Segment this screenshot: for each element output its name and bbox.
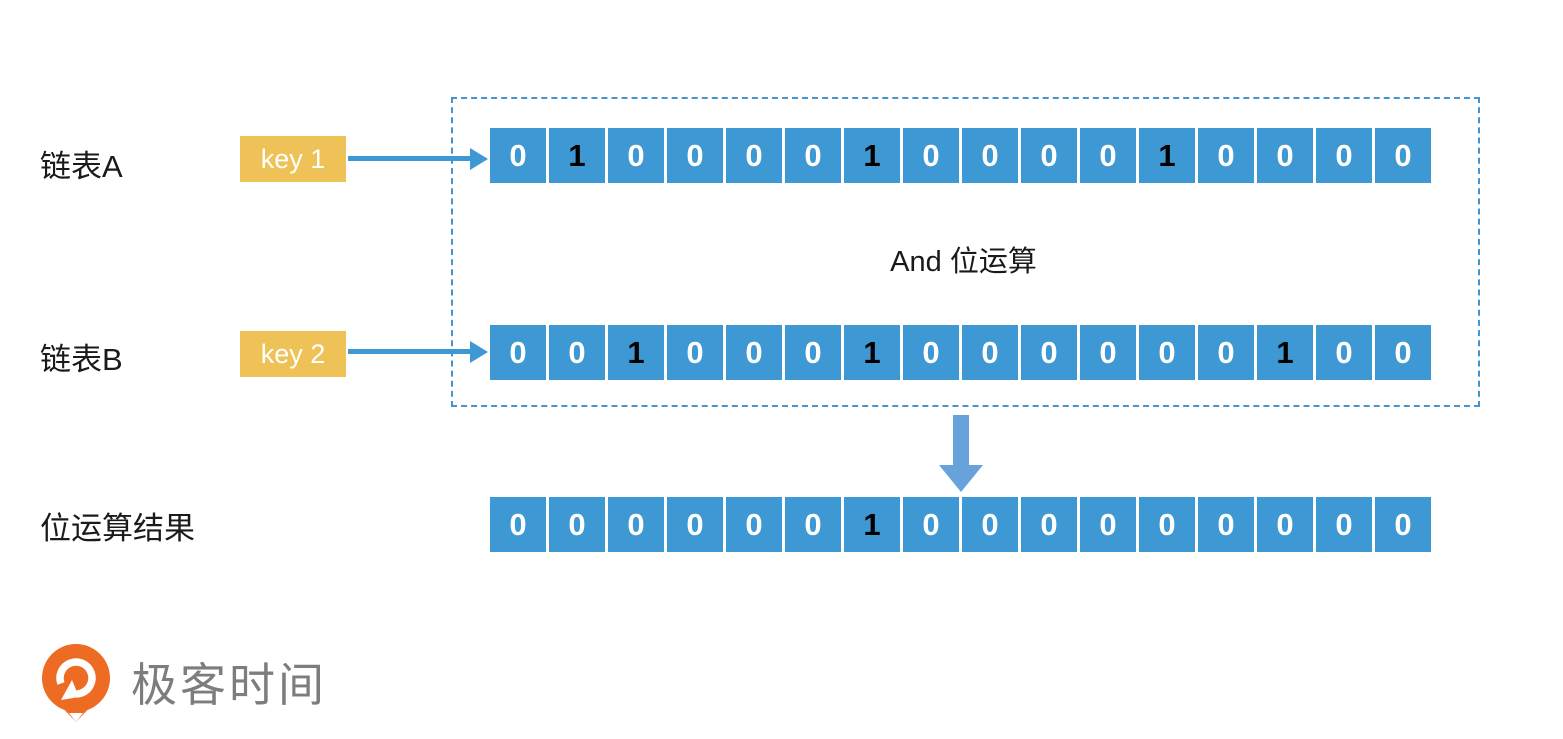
bit-cell-15: 0 xyxy=(1375,325,1431,380)
bit-cell-7: 0 xyxy=(903,325,959,380)
result-label: 位运算结果 xyxy=(40,511,195,546)
bit-cell-9: 0 xyxy=(1021,497,1077,552)
bit-cell-0: 0 xyxy=(490,497,546,552)
bit-cell-15: 0 xyxy=(1375,497,1431,552)
bit-cell-11: 0 xyxy=(1139,497,1195,552)
bit-cell-12: 0 xyxy=(1198,128,1254,183)
bit-cell-5: 0 xyxy=(785,128,841,183)
row-b-label: 链表B xyxy=(40,342,123,377)
key2-box: key 2 xyxy=(240,331,346,377)
arrow-head xyxy=(470,148,488,170)
bit-cell-9: 0 xyxy=(1021,325,1077,380)
bit-cell-11: 0 xyxy=(1139,325,1195,380)
bit-cell-4: 0 xyxy=(726,325,782,380)
bit-cell-5: 0 xyxy=(785,325,841,380)
geektime-logo: 极客时间 xyxy=(35,640,327,724)
bit-cell-8: 0 xyxy=(962,497,1018,552)
bit-cell-10: 0 xyxy=(1080,325,1136,380)
bit-cell-9: 0 xyxy=(1021,128,1077,183)
arrow-head xyxy=(939,465,983,492)
key1-arrow-icon xyxy=(348,148,488,170)
bit-cell-13: 0 xyxy=(1257,128,1313,183)
bit-cell-2: 1 xyxy=(608,325,664,380)
bit-cell-7: 0 xyxy=(903,497,959,552)
bit-cell-14: 0 xyxy=(1316,325,1372,380)
bit-cell-2: 0 xyxy=(608,128,664,183)
arrow-head xyxy=(470,341,488,363)
bit-cell-5: 0 xyxy=(785,497,841,552)
bit-cell-4: 0 xyxy=(726,128,782,183)
bit-cell-14: 0 xyxy=(1316,497,1372,552)
row-a-label: 链表A xyxy=(40,149,123,184)
bit-cell-4: 0 xyxy=(726,497,782,552)
bit-cell-6: 1 xyxy=(844,128,900,183)
bit-cell-0: 0 xyxy=(490,325,546,380)
down-arrow-icon xyxy=(939,415,983,492)
bit-cell-10: 0 xyxy=(1080,128,1136,183)
bit-cell-1: 0 xyxy=(549,325,605,380)
bit-cell-1: 0 xyxy=(549,497,605,552)
bit-cell-12: 0 xyxy=(1198,497,1254,552)
bit-cell-8: 0 xyxy=(962,128,1018,183)
bit-cell-13: 0 xyxy=(1257,497,1313,552)
bit-cell-7: 0 xyxy=(903,128,959,183)
bit-cell-6: 1 xyxy=(844,497,900,552)
bit-cell-3: 0 xyxy=(667,128,723,183)
bit-cell-12: 0 xyxy=(1198,325,1254,380)
bit-cell-15: 0 xyxy=(1375,128,1431,183)
bit-cell-8: 0 xyxy=(962,325,1018,380)
bit-cell-0: 0 xyxy=(490,128,546,183)
bit-cell-13: 1 xyxy=(1257,325,1313,380)
key1-box: key 1 xyxy=(240,136,346,182)
arrow-shaft xyxy=(348,156,472,161)
geektime-logo-icon xyxy=(42,644,110,722)
bit-cell-3: 0 xyxy=(667,325,723,380)
arrow-shaft xyxy=(953,415,969,467)
bit-cell-3: 0 xyxy=(667,497,723,552)
bit-cell-1: 1 xyxy=(549,128,605,183)
geektime-logo-text: 极客时间 xyxy=(131,659,327,711)
bit-cell-11: 1 xyxy=(1139,128,1195,183)
operation-group-border xyxy=(451,97,1480,407)
bit-cell-2: 0 xyxy=(608,497,664,552)
operation-label: And 位运算 xyxy=(890,246,1037,278)
bit-cell-6: 1 xyxy=(844,325,900,380)
key2-arrow-icon xyxy=(348,341,488,363)
bit-cell-14: 0 xyxy=(1316,128,1372,183)
arrow-shaft xyxy=(348,349,472,354)
bit-cell-10: 0 xyxy=(1080,497,1136,552)
